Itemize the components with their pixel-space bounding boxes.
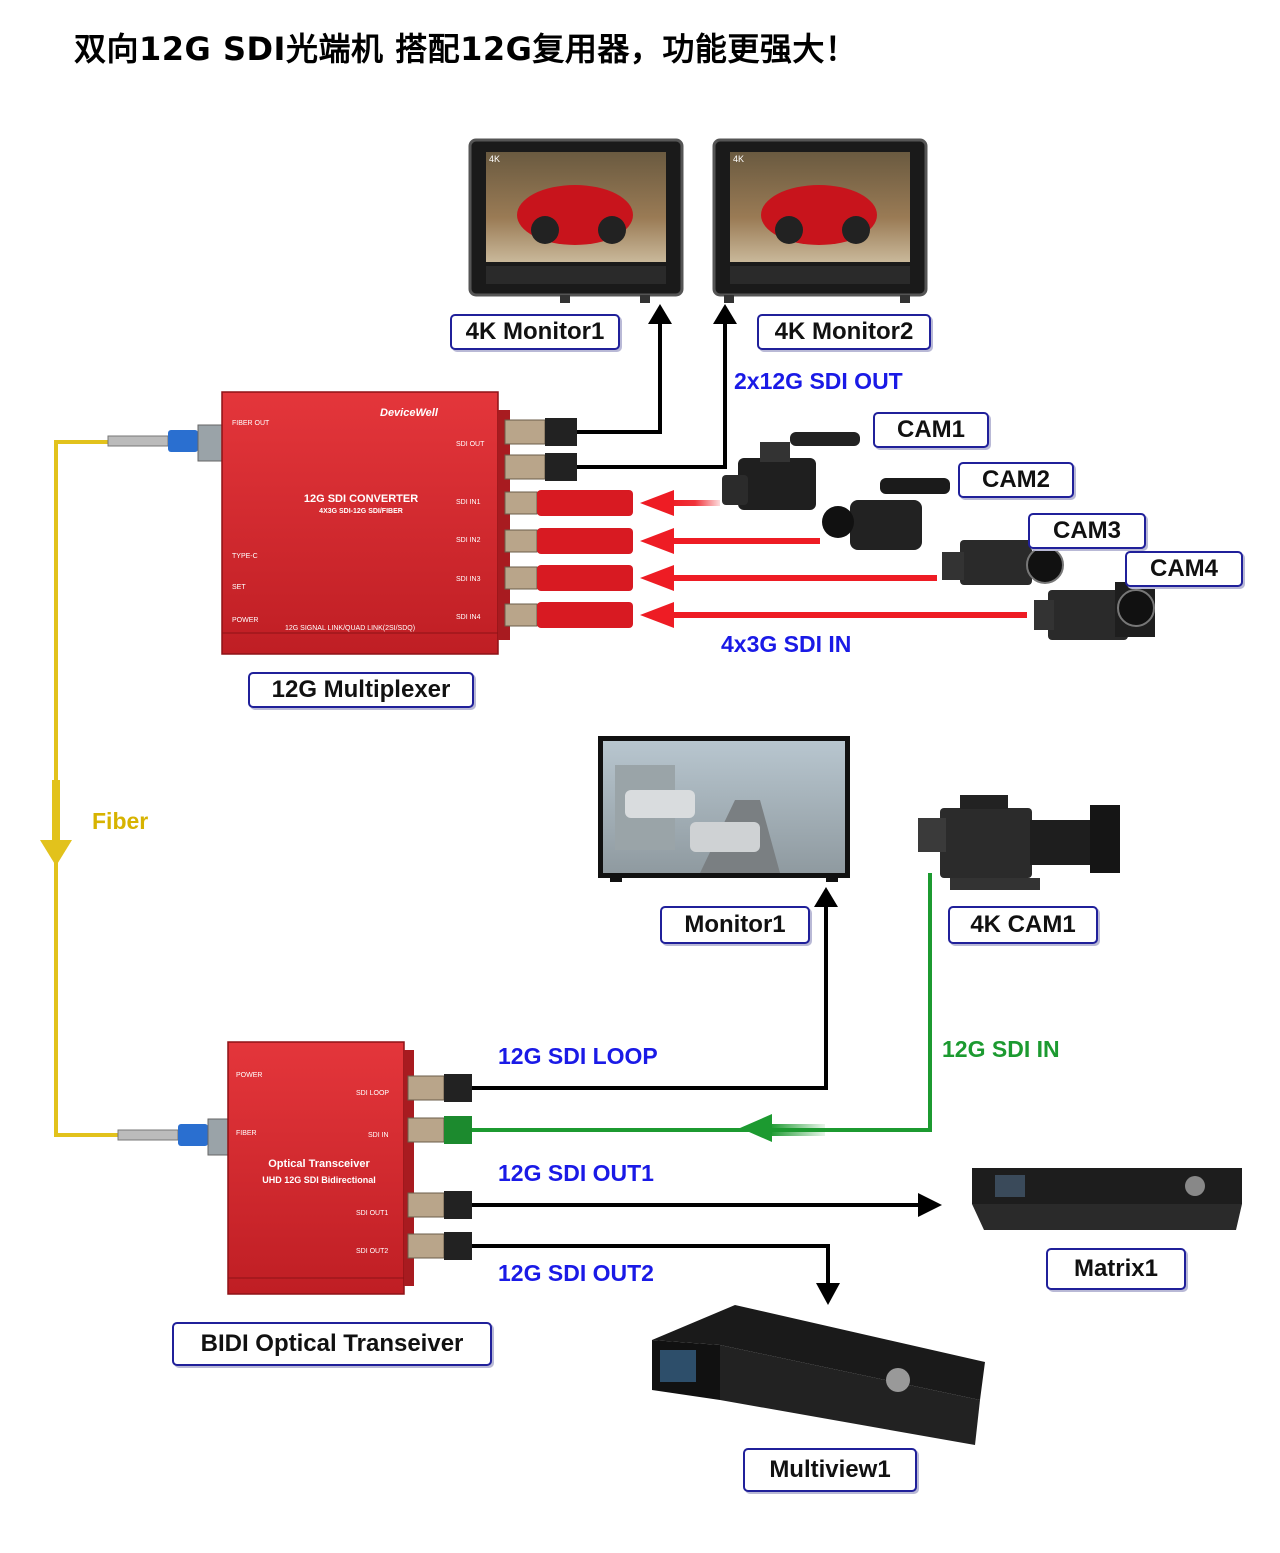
matrix-device — [972, 1168, 1242, 1230]
multiplexer-power: POWER — [232, 617, 259, 624]
multiplexer-in1: SDI IN1 — [456, 499, 481, 506]
multiplexer-fiber-out: FIBER OUT — [232, 420, 270, 427]
label-4k-monitor2: 4K Monitor2 — [757, 314, 931, 350]
label-cam3: CAM3 — [1028, 513, 1146, 549]
sdi-out-line-2 — [575, 322, 727, 469]
label-transceiver: BIDI Optical Transeiver — [172, 1322, 492, 1366]
label-matrix1: Matrix1 — [1046, 1248, 1186, 1290]
multiplexer-link: 12G SIGNAL LINK/QUAD LINK(2SI/SDQ) — [285, 625, 416, 632]
cctv-monitor — [598, 736, 850, 882]
signal-fiber: Fiber — [92, 808, 149, 834]
signal-out2: 12G SDI OUT2 — [498, 1260, 654, 1286]
multiview-device — [652, 1305, 985, 1445]
fiber-connector-top — [107, 424, 227, 462]
signal-out1: 12G SDI OUT1 — [498, 1160, 654, 1186]
camera-4k — [918, 795, 1120, 890]
multiplexer-in2: SDI IN2 — [456, 537, 481, 544]
transceiver-title: Optical Transceiver — [268, 1158, 370, 1170]
camera-1 — [722, 432, 860, 510]
transceiver-sdi-out2: SDI OUT2 — [356, 1248, 389, 1255]
sdi-in-arrows — [640, 490, 1027, 628]
multiplexer-title: 12G SDI CONVERTER — [303, 493, 419, 505]
label-cam4: CAM4 — [1125, 551, 1243, 587]
loop-line — [470, 905, 828, 1090]
monitor-4k-1 — [468, 138, 684, 303]
out2-line — [470, 1244, 830, 1285]
signal-loop: 12G SDI LOOP — [498, 1043, 658, 1069]
transceiver-sdi-out1: SDI OUT1 — [356, 1210, 389, 1217]
multiplexer-bnc-ports — [504, 418, 633, 628]
multiplexer-subtitle: 4X3G SDI-12G SDI/FIBER — [319, 508, 403, 515]
signal-sdi-in: 4x3G SDI IN — [721, 631, 852, 657]
transceiver-bnc-ports — [407, 1074, 472, 1260]
multiplexer-in3: SDI IN3 — [456, 576, 481, 583]
monitor-4k-2 — [712, 138, 928, 303]
page-title: 双向12G SDI光端机 搭配12G复用器，功能更强大！ — [74, 30, 858, 68]
monitor2-4k-tag: 4K — [733, 154, 745, 164]
signal-sdi-out: 2x12G SDI OUT — [734, 368, 903, 394]
transceiver-sdi-in: SDI IN — [368, 1132, 389, 1139]
multiplexer-typec: TYPE-C — [232, 553, 258, 560]
label-cam1: CAM1 — [873, 412, 989, 448]
transceiver-subtitle: UHD 12G SDI Bidirectional — [262, 1175, 376, 1185]
label-4k-monitor1: 4K Monitor1 — [450, 314, 620, 350]
fiber-arrow — [40, 840, 72, 866]
transceiver-sdi-loop: SDI LOOP — [356, 1090, 390, 1097]
camera-2 — [822, 478, 950, 550]
signal-12g-in: 12G SDI IN — [942, 1036, 1060, 1062]
label-cam2: CAM2 — [958, 462, 1074, 498]
camera-3 — [942, 540, 1064, 585]
sdi-out-line-1 — [575, 322, 662, 434]
green-in-line — [470, 873, 932, 1132]
monitor1-4k-tag: 4K — [489, 154, 501, 164]
fiber-cable — [54, 440, 118, 1137]
label-4k-cam1: 4K CAM1 — [948, 906, 1098, 944]
multiplexer-sdi-out: SDI OUT — [456, 441, 485, 448]
transceiver-power: POWER — [236, 1072, 263, 1079]
multiplexer-set: SET — [232, 584, 246, 591]
label-monitor1: Monitor1 — [660, 906, 810, 944]
multiplexer-brand: DeviceWell — [380, 407, 438, 419]
transceiver-fiber: FIBER — [236, 1130, 257, 1137]
label-multiplexer: 12G Multiplexer — [248, 672, 474, 708]
fiber-connector-bottom — [117, 1118, 237, 1156]
multiplexer-device — [221, 391, 510, 655]
label-multiview1: Multiview1 — [743, 1448, 917, 1492]
multiplexer-in4: SDI IN4 — [456, 614, 481, 621]
camera-4 — [1034, 582, 1155, 640]
transceiver-device — [227, 1041, 414, 1295]
